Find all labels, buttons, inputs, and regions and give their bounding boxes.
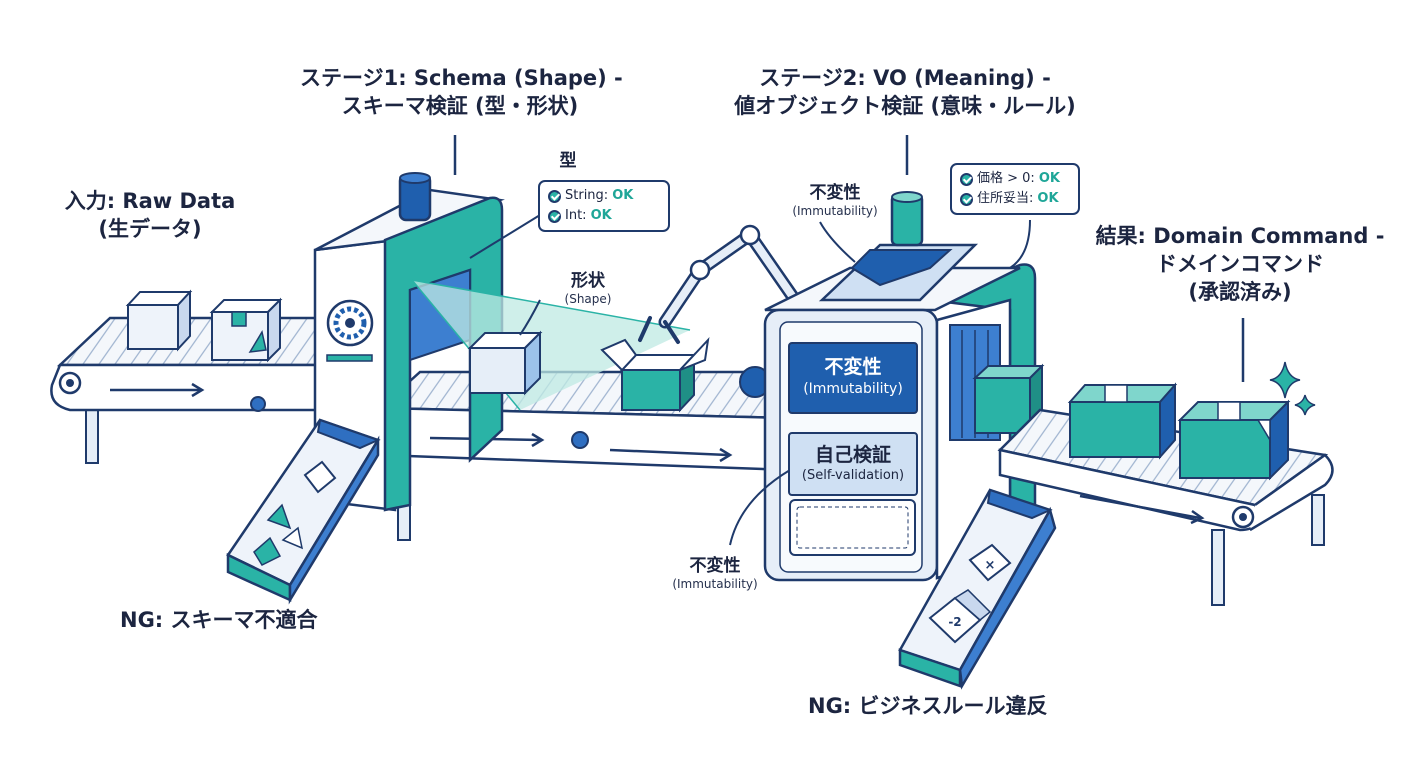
stage2-title: ステージ2: VO (Meaning) - xyxy=(759,66,1051,90)
immutability-panel: 不変性 (Immutability) xyxy=(788,342,918,414)
sparkle-icon xyxy=(1269,361,1316,416)
conveyor-middle xyxy=(376,370,792,541)
immutability-top-en: (Immutability) xyxy=(792,204,878,218)
output-box-2 xyxy=(1177,399,1291,481)
rule-check-name: 価格 > 0: xyxy=(977,171,1035,186)
reject-chute-2 xyxy=(898,488,1057,690)
type-check-status: OK xyxy=(590,208,612,223)
type-label: 型 xyxy=(559,151,577,171)
input-label: 入力: Raw Data (生データ) xyxy=(50,187,250,243)
rule-check-status: OK xyxy=(1038,171,1060,186)
reject-chute-1 xyxy=(226,418,381,605)
type-check-name: String: xyxy=(565,188,609,203)
result-label: 結果: Domain Command - ドメインコマンド (承認済み) xyxy=(1090,222,1390,306)
reject-negative-value: -2 xyxy=(948,615,961,629)
immutability-label-bottom: 不変性 (Immutability) xyxy=(655,555,775,592)
shape-label-ja: 形状 xyxy=(571,271,605,291)
immutability-label-top: 不変性 (Immutability) xyxy=(775,182,895,219)
input-subtitle: (生データ) xyxy=(98,217,202,241)
rule-check-address: 住所妥当: OK xyxy=(960,189,1070,209)
result-subtitle-2: (承認済み) xyxy=(1188,280,1292,304)
shape-label: 形状 (Shape) xyxy=(548,270,628,307)
raw-box-2 xyxy=(209,297,283,363)
immutability-bottom-ja: 不変性 xyxy=(689,556,741,576)
robot-arm xyxy=(600,224,802,413)
result-title: 結果: Domain Command - xyxy=(1095,224,1385,248)
stage2-subtitle: 値オブジェクト検証 (意味・ルール) xyxy=(734,94,1076,118)
immutability-bottom-en: (Immutability) xyxy=(672,577,758,591)
reject-x-mark: × xyxy=(985,558,996,573)
input-title: 入力: Raw Data xyxy=(64,189,236,213)
immutability-panel-ja: 不変性 xyxy=(824,356,882,378)
ng-schema-label: NG: スキーマ不適合 xyxy=(120,608,318,632)
stage2-label: ステージ2: VO (Meaning) - 値オブジェクト検証 (意味・ルール) xyxy=(730,64,1080,120)
schema-validator-machine xyxy=(313,135,691,512)
type-check-callout: String: OK Int: OK xyxy=(538,180,670,232)
stage1-subtitle: スキーマ検証 (型・形状) xyxy=(341,94,579,118)
shape-label-en: (Shape) xyxy=(564,292,612,306)
rule-check-callout: 価格 > 0: OK 住所妥当: OK xyxy=(950,163,1080,215)
immutability-top-ja: 不変性 xyxy=(809,183,861,203)
self-validation-panel-en: (Self-validation) xyxy=(801,468,905,483)
type-check-string: String: OK xyxy=(548,186,660,206)
type-check-int: Int: OK xyxy=(548,206,660,226)
self-validation-panel: 自己検証 (Self-validation) xyxy=(788,432,918,496)
type-check-name: Int: xyxy=(565,208,587,223)
self-validation-panel-ja: 自己検証 xyxy=(814,444,891,466)
stage1-label: ステージ1: Schema (Shape) - スキーマ検証 (型・形状) xyxy=(300,64,623,120)
result-subtitle-1: ドメインコマンド xyxy=(1156,252,1324,276)
conveyor-left xyxy=(50,316,332,464)
vo-validator-machine xyxy=(729,135,1045,582)
rule-check-status: OK xyxy=(1037,191,1059,206)
type-check-status: OK xyxy=(612,188,634,203)
check-circle-icon xyxy=(960,172,973,186)
immutability-panel-en: (Immutability) xyxy=(803,381,903,397)
rule-check-name: 住所妥当: xyxy=(977,191,1034,206)
check-circle-icon xyxy=(548,189,561,203)
check-circle-icon xyxy=(548,209,561,223)
stage1-title: ステージ1: Schema (Shape) - xyxy=(300,66,623,90)
rule-check-price: 価格 > 0: OK xyxy=(960,169,1070,189)
check-circle-icon xyxy=(960,192,973,206)
output-box-1 xyxy=(1067,382,1178,460)
raw-box-1 xyxy=(125,289,193,352)
ng-rule-label: NG: ビジネスルール違反 xyxy=(808,694,1048,718)
